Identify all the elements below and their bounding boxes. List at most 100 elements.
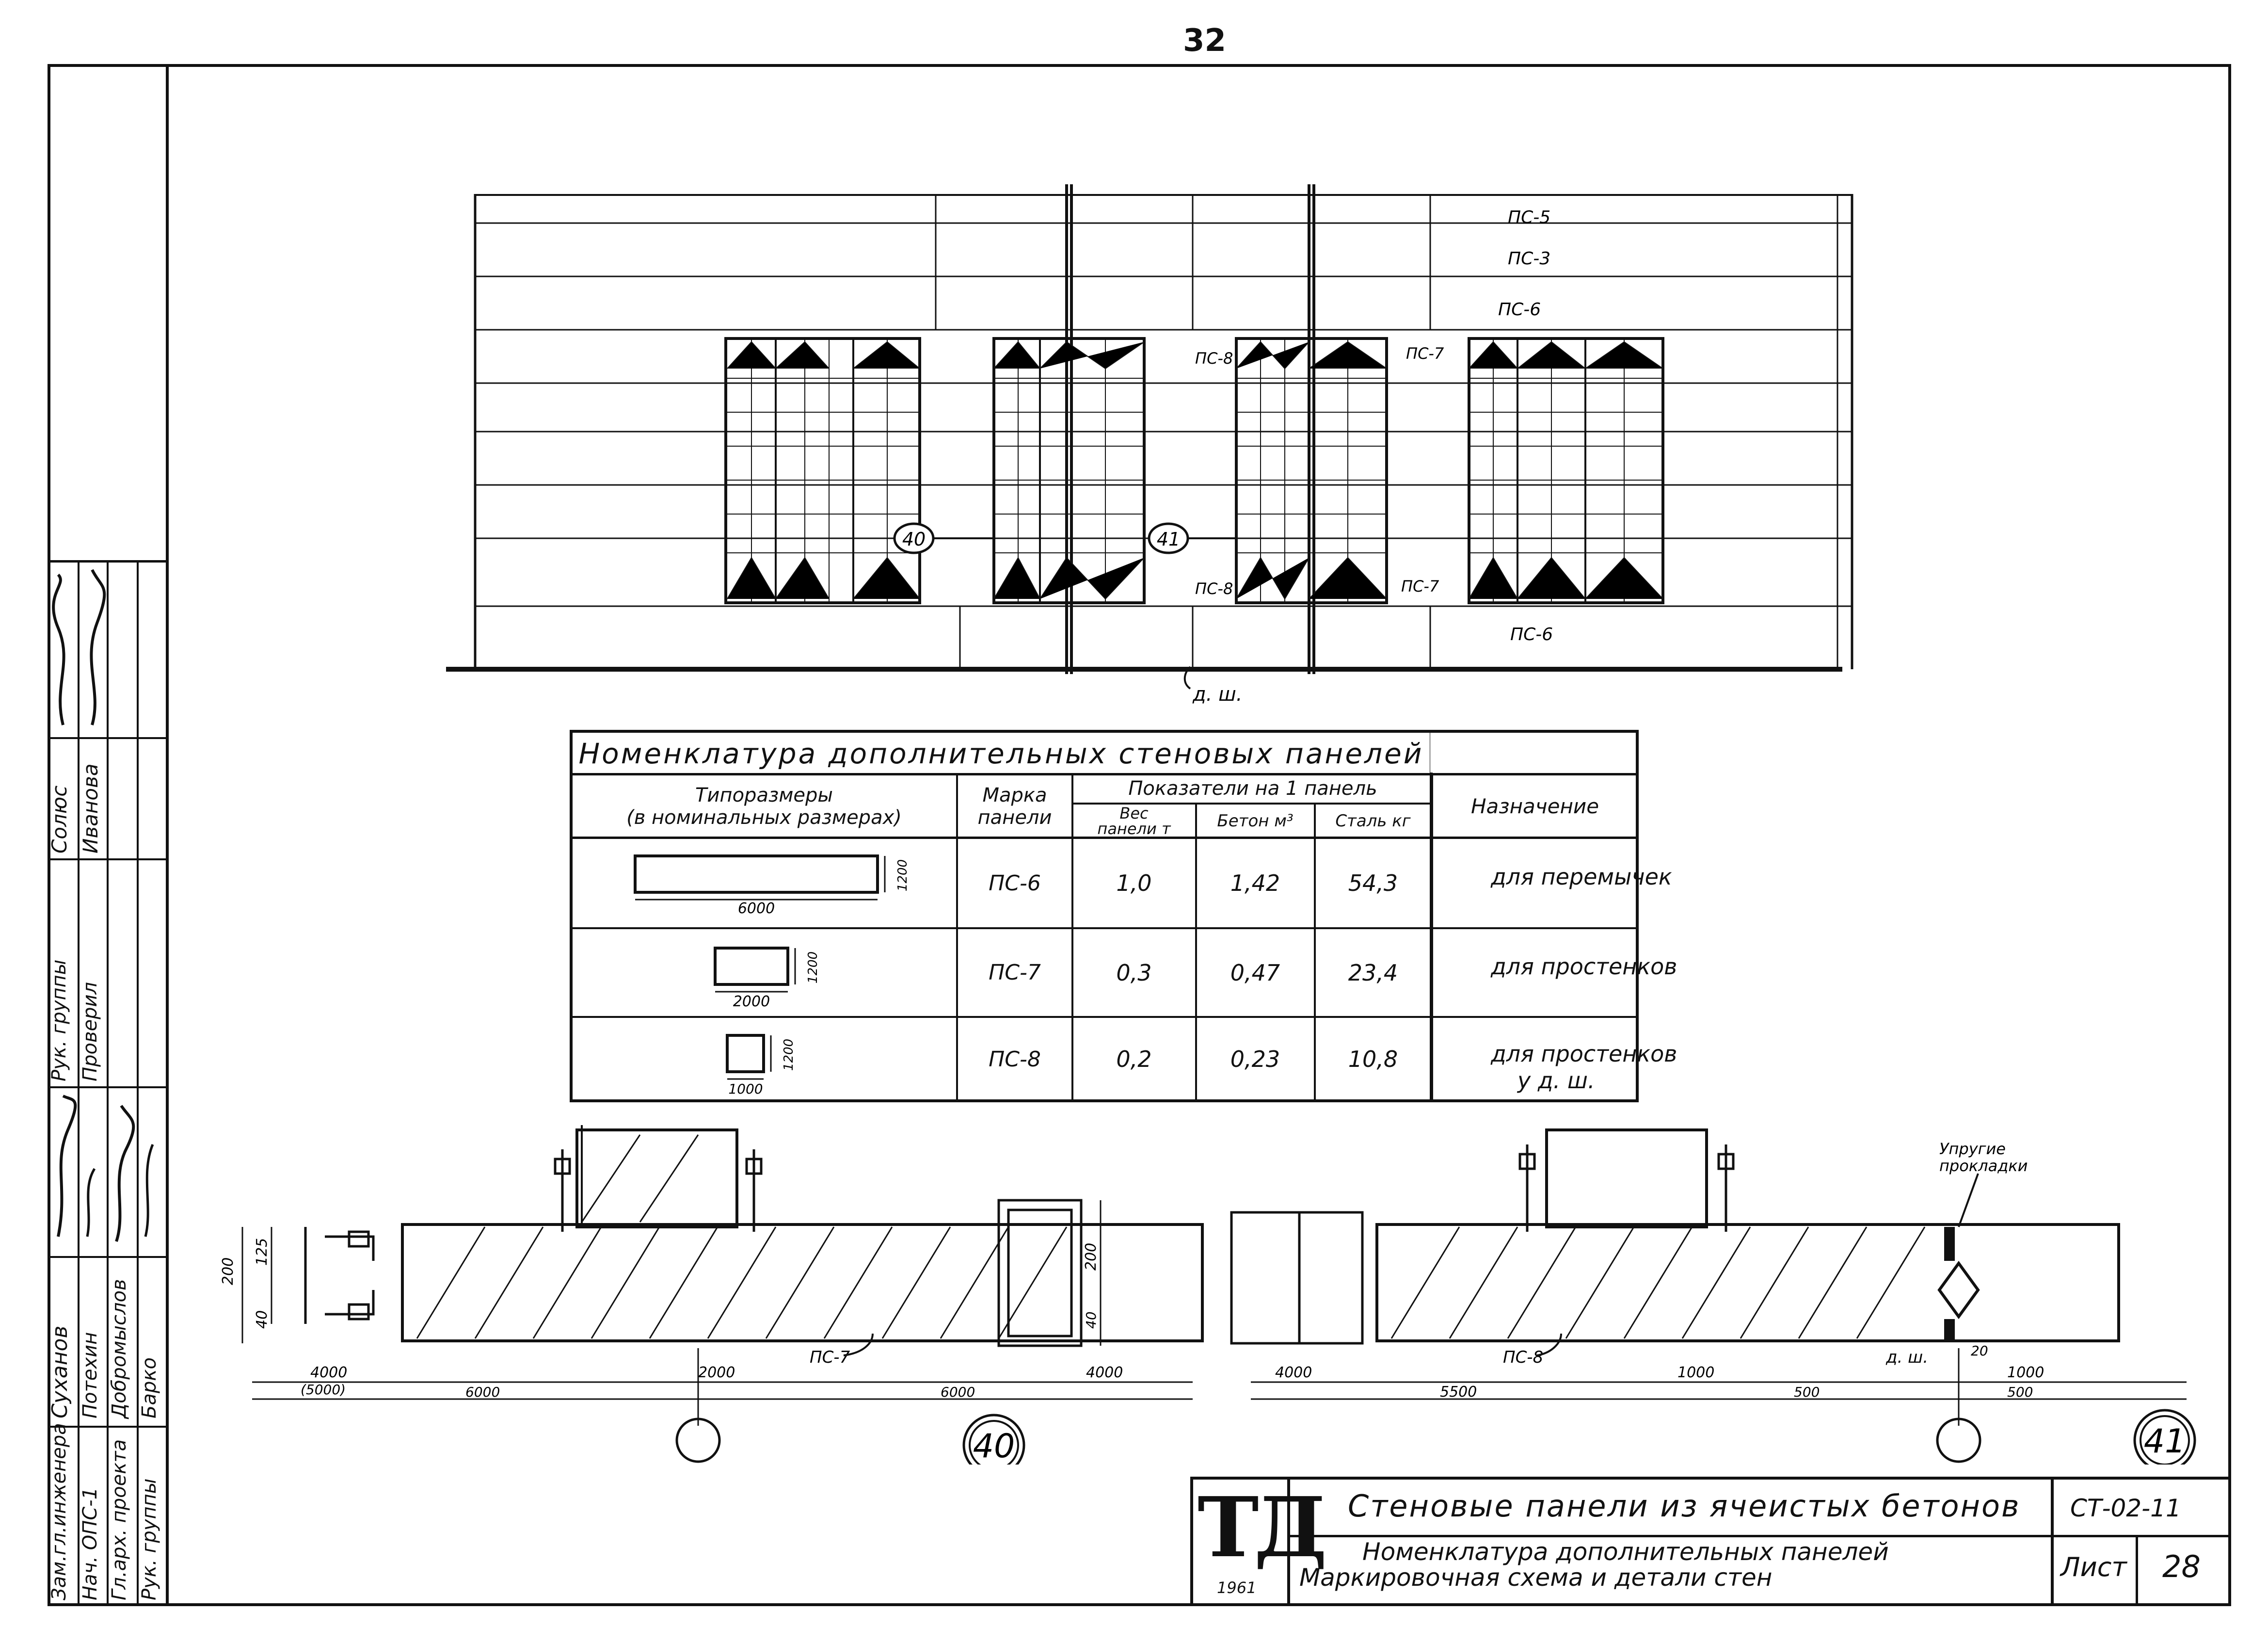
d40-4000-right: 4000 — [1086, 1364, 1123, 1381]
d40-h40: 40 — [254, 1310, 271, 1329]
label-ps6-top: ПС-6 — [1498, 300, 1541, 320]
row1-steel: 54,3 — [1348, 870, 1398, 896]
label-ps8-top: ПС-8 — [1195, 349, 1233, 368]
sheet-number: 28 — [2162, 1549, 2201, 1584]
gasket-label-1: Упругие — [1939, 1140, 2006, 1158]
stamp-name-2: Добромыслов — [108, 1279, 130, 1418]
table-right-section — [1430, 730, 1639, 1102]
table-title: Номенклатура дополнительных стеновых пан… — [578, 737, 1424, 770]
stamp-role-1: Нач. ОПС-1 — [79, 1487, 101, 1600]
title-sub-1: Номенклатура дополнительных панелей — [1362, 1538, 1889, 1566]
d41-4000: 4000 — [1275, 1364, 1312, 1381]
row2-purpose: для простенков — [1491, 953, 1677, 980]
d41-joint: д. ш. — [1885, 1348, 1928, 1367]
window-group — [724, 337, 1664, 604]
elev-callout-40: 40 — [902, 529, 926, 550]
detail-41-section: Упругие прокладки 4000 5500 1000 500 100… — [1230, 1128, 2196, 1465]
ps7-height: 1200 — [806, 951, 820, 983]
label-ps6-bottom: ПС-6 — [1510, 625, 1553, 644]
row1-concrete: 1,42 — [1230, 870, 1280, 896]
td-year: 1961 — [1217, 1579, 1257, 1597]
title-block — [1190, 1477, 2231, 1606]
purpose-column-visible-line — [1430, 773, 1433, 1102]
d41-5500: 5500 — [1440, 1384, 1477, 1401]
d40-h40-right: 40 — [1083, 1311, 1099, 1329]
ps8-width: 1000 — [728, 1081, 763, 1097]
header-weight: Вес панели т — [1097, 804, 1171, 838]
detail-40-section: 200 125 40 200 40 4000 (5000) 6000 2000 … — [220, 1125, 1204, 1465]
d41-callout: 41 — [2144, 1422, 2186, 1461]
d40-h125: 125 — [254, 1238, 271, 1266]
label-ps7-top: ПС-7 — [1406, 344, 1444, 363]
d41-500a: 500 — [1794, 1384, 1820, 1400]
row3-mark: ПС-8 — [989, 1047, 1041, 1072]
drawing-left-border — [166, 64, 169, 1606]
sheet-label: Лист — [2060, 1552, 2127, 1582]
d40-callout: 40 — [973, 1427, 1015, 1465]
d41-1000a: 1000 — [1677, 1364, 1714, 1381]
d41-1000b: 1000 — [2007, 1364, 2044, 1381]
row3-concrete: 0,23 — [1230, 1046, 1280, 1072]
header-indicators: Показатели на 1 панель — [1128, 777, 1377, 800]
ps6-height: 1200 — [895, 859, 910, 891]
row2-steel: 23,4 — [1348, 959, 1398, 986]
stamp-role-c-0: Солюс — [48, 785, 71, 854]
d40-4000-left: 4000 — [310, 1364, 347, 1381]
d41-panel-label: ПС-8 — [1503, 1348, 1543, 1367]
stamp-role-b-0: Рук. группы — [48, 959, 70, 1081]
ps6-width: 6000 — [738, 900, 775, 917]
signature-block-1 — [57, 1095, 154, 1242]
panel-sketch-ps8: 1000 1200 — [726, 1034, 796, 1097]
ps7-width: 2000 — [733, 993, 770, 1010]
row3-purpose-2: у д. ш. — [1517, 1067, 1595, 1094]
stamp-role-0: Зам.гл.инженера — [48, 1423, 70, 1600]
stamp-role-c-1: Иванова — [79, 763, 102, 854]
header-mark: Марка панели — [977, 784, 1052, 829]
facade-elevation: 40 41 ПС-5 ПС-3 ПС-6 ПС-8 ПС-7 ПС-8 ПС-7… — [446, 184, 1853, 706]
d40-5000: (5000) — [301, 1382, 346, 1398]
row1-purpose: для перемычек — [1491, 864, 1672, 890]
header-steel: Сталь кг — [1335, 811, 1411, 831]
stamp-role-2: Гл.арх. проекта — [108, 1439, 130, 1600]
d40-6000a: 6000 — [465, 1384, 500, 1400]
doc-code: СТ-02-11 — [2070, 1494, 2181, 1522]
row3-steel: 10,8 — [1348, 1046, 1398, 1072]
panel-sketch-ps6: 6000 1200 — [634, 854, 910, 917]
panel-sketch-ps7: 2000 1200 — [714, 947, 820, 1010]
label-joint: д. ш. — [1192, 683, 1242, 706]
label-ps3: ПС-3 — [1508, 249, 1550, 269]
row2-concrete: 0,47 — [1230, 959, 1280, 986]
d41-20: 20 — [1971, 1343, 1988, 1359]
d40-h200-right: 200 — [1083, 1243, 1100, 1271]
row1-mark: ПС-6 — [989, 870, 1041, 896]
d40-panel-label: ПС-7 — [810, 1348, 850, 1367]
table-title-right-cover — [1430, 733, 1636, 773]
title-main: Стеновые панели из ячеистых бетонов — [1348, 1488, 2021, 1524]
label-ps8-bottom: ПС-8 — [1195, 580, 1233, 598]
d40-6000b: 6000 — [941, 1384, 975, 1400]
gasket-label-2: прокладки — [1939, 1157, 2028, 1175]
row3-purpose-1: для простенков — [1491, 1041, 1677, 1067]
sheet-frame — [48, 64, 2231, 1606]
ps8-height: 1200 — [782, 1039, 796, 1071]
label-ps5: ПС-5 — [1508, 208, 1550, 227]
row2-mark: ПС-7 — [989, 960, 1041, 985]
row3-weight: 0,2 — [1116, 1046, 1152, 1072]
row2-weight: 0,3 — [1116, 959, 1152, 986]
stamp-name-3: Барко — [138, 1357, 160, 1418]
stamp-name-1: Потехин — [79, 1332, 101, 1418]
stamp-role-b-1: Проверил — [79, 982, 101, 1081]
header-typesizes: Типоразмеры (в номинальных размерах) — [626, 784, 902, 829]
stamp-name-0: Суханов — [48, 1325, 72, 1418]
label-ps7-bottom: ПС-7 — [1401, 577, 1439, 596]
d41-500b: 500 — [2007, 1384, 2033, 1400]
td-logo: ТД — [1198, 1479, 1327, 1576]
title-sub-2: Маркировочная схема и детали стен — [1299, 1563, 1773, 1592]
header-purpose: Назначение — [1470, 794, 1599, 818]
row1-weight: 1,0 — [1116, 870, 1152, 896]
d40-h200: 200 — [220, 1257, 237, 1285]
header-concrete: Бетон м³ — [1217, 811, 1294, 831]
d40-2000: 2000 — [698, 1364, 735, 1381]
stamp-role-3: Рук. группы — [138, 1478, 160, 1600]
elev-callout-41: 41 — [1157, 529, 1180, 550]
